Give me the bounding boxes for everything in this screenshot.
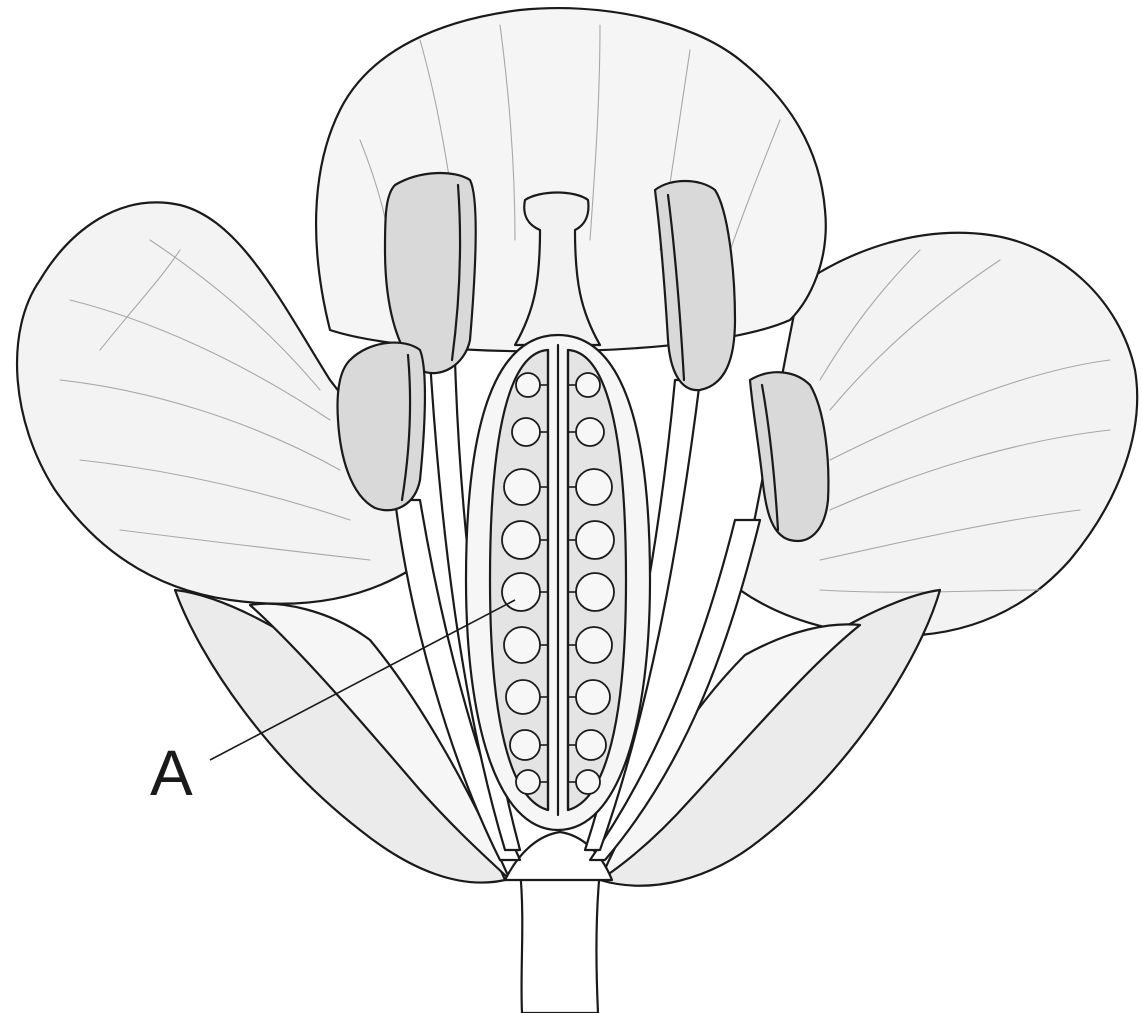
ovule	[504, 469, 540, 505]
label-a: A	[150, 737, 193, 809]
ovule	[502, 573, 540, 611]
ovule	[516, 373, 540, 397]
ovule	[502, 521, 540, 559]
ovule	[516, 770, 540, 794]
anther-right-top	[655, 181, 735, 390]
stalk	[520, 870, 600, 1013]
ovule	[510, 730, 540, 760]
ovule	[512, 418, 540, 446]
ovule	[576, 730, 606, 760]
ovule	[576, 627, 612, 663]
ovule	[576, 418, 604, 446]
ovule	[576, 373, 600, 397]
ovule	[576, 680, 610, 714]
ovule	[506, 680, 540, 714]
ovule	[576, 573, 614, 611]
ovule	[504, 627, 540, 663]
ovule	[576, 469, 612, 505]
ovule	[576, 770, 600, 794]
ovule	[576, 521, 614, 559]
